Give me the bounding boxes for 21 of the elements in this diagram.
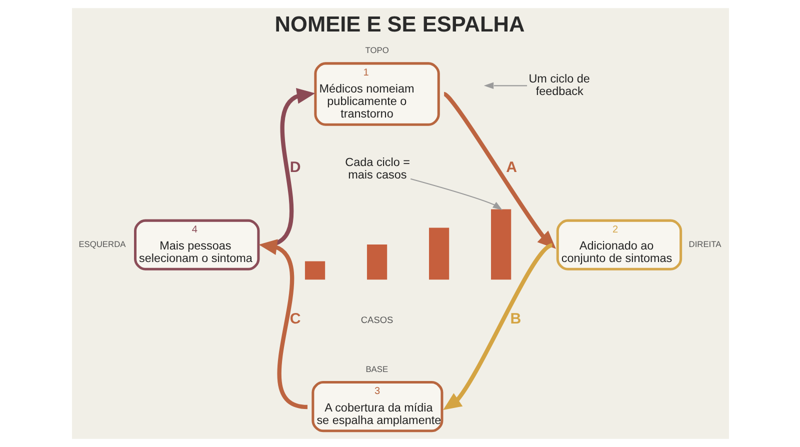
edge-label: C [289, 310, 300, 328]
edge-label: D [289, 158, 300, 176]
node-bar [366, 244, 387, 280]
node-bar [490, 209, 511, 280]
node-label: ESQUERDA [78, 238, 126, 249]
node-text: Cada ciclo = mais casos [344, 156, 410, 182]
node-text: Um ciclo de feedback [528, 72, 590, 98]
node-bar [428, 228, 449, 280]
arrow [442, 92, 556, 249]
node-label: TOPO [364, 44, 388, 55]
edge-label: B [510, 310, 521, 328]
arrow [483, 82, 527, 90]
node-bar [304, 261, 325, 280]
node-label: DIREITA [688, 238, 721, 249]
label: CASOS [360, 315, 393, 326]
node-label: BASE [365, 364, 388, 374]
diagram-title: NOMEIE E SE ESPALHA [274, 11, 524, 36]
arrow [442, 243, 553, 410]
arrow [258, 239, 308, 410]
arrow [410, 178, 502, 210]
edge-label: A [506, 158, 516, 176]
